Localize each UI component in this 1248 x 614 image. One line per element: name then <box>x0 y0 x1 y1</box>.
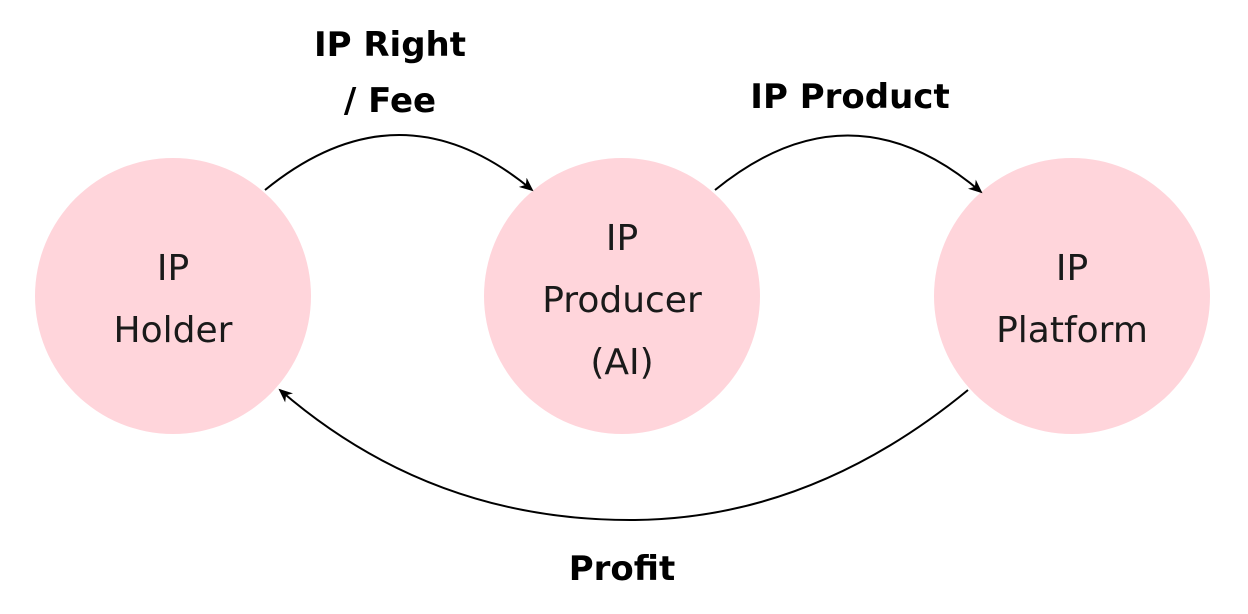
ip-holder-label-line-2: Holder <box>114 310 233 351</box>
ip-producer-label-line-2: Producer <box>542 280 702 321</box>
ip-producer-node <box>484 158 760 434</box>
right-fee-label-line-2: / Fee <box>344 81 436 121</box>
ip-platform-label-line-1: IP <box>1056 248 1088 289</box>
ip-producer-label-line-1: IP <box>606 218 638 259</box>
product-label: IP Product <box>750 77 949 117</box>
right-fee-arrow <box>264 134 534 192</box>
ip-platform-label-line-2: Platform <box>996 310 1148 351</box>
ip-producer-label-line-3: (AI) <box>590 342 653 383</box>
profit-label: Profit <box>569 549 676 589</box>
product-arrow <box>714 134 983 194</box>
right-fee-label-line-1: IP Right <box>314 25 466 65</box>
ip-platform-node <box>934 158 1210 434</box>
ip-holder-node <box>35 158 311 434</box>
profit-arrow <box>278 388 969 522</box>
ip-holder-label-line-1: IP <box>157 248 189 289</box>
